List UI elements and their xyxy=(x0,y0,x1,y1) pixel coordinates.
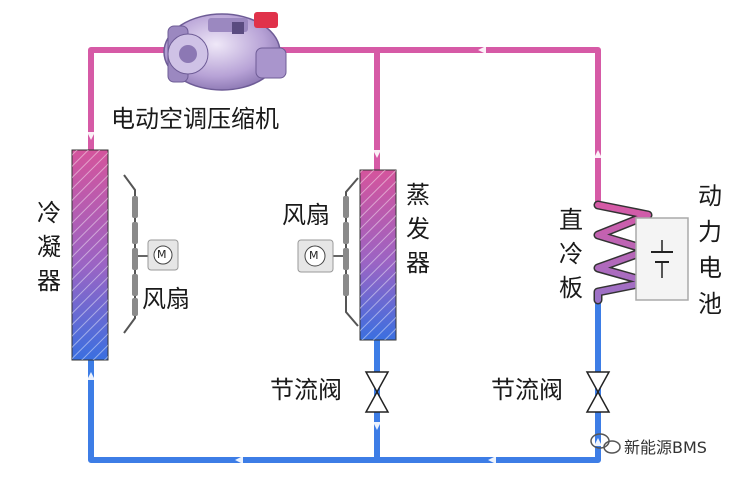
arrow-icon xyxy=(594,438,602,446)
throttle-valve-2-icon xyxy=(585,371,611,413)
arrow-icon xyxy=(235,456,243,464)
condenser-label: 冷凝器 xyxy=(37,199,61,295)
power-battery-icon xyxy=(635,217,689,301)
power-battery-label: 动力电池 xyxy=(698,182,722,318)
throttle-valve-1-label: 节流阀 xyxy=(270,376,342,404)
condenser-icon xyxy=(71,149,109,361)
watermark-text: 新能源BMS xyxy=(624,438,707,457)
evaporator-fan-label: 风扇 xyxy=(282,201,330,229)
wechat-icon xyxy=(590,433,621,454)
arrow-icon xyxy=(373,150,381,158)
condenser-fan-motor-symbol: M xyxy=(157,248,167,261)
compressor-icon xyxy=(163,12,287,91)
arrow-icon xyxy=(488,456,496,464)
evaporator-icon xyxy=(359,169,397,341)
arrow-icon xyxy=(478,46,486,54)
arrow-icon xyxy=(87,372,95,380)
direct-cooling-plate-label: 直冷板 xyxy=(559,206,583,302)
flow-arrows xyxy=(87,46,602,464)
evaporator-fan-motor-symbol: M xyxy=(309,249,319,262)
top-main-line xyxy=(88,47,601,208)
throttle-valve-2-label: 节流阀 xyxy=(491,376,563,404)
throttle-valve-1-icon xyxy=(364,371,390,413)
condenser-fan-label: 风扇 xyxy=(142,285,190,313)
arrow-icon xyxy=(373,422,381,430)
condenser-fan-icon xyxy=(123,174,179,334)
compressor-label: 电动空调压缩机 xyxy=(111,105,279,133)
evaporator-label: 蒸发器 xyxy=(406,181,430,277)
arrow-icon xyxy=(594,150,602,158)
arrow-icon xyxy=(87,132,95,140)
evaporator-fan-icon xyxy=(297,177,359,327)
